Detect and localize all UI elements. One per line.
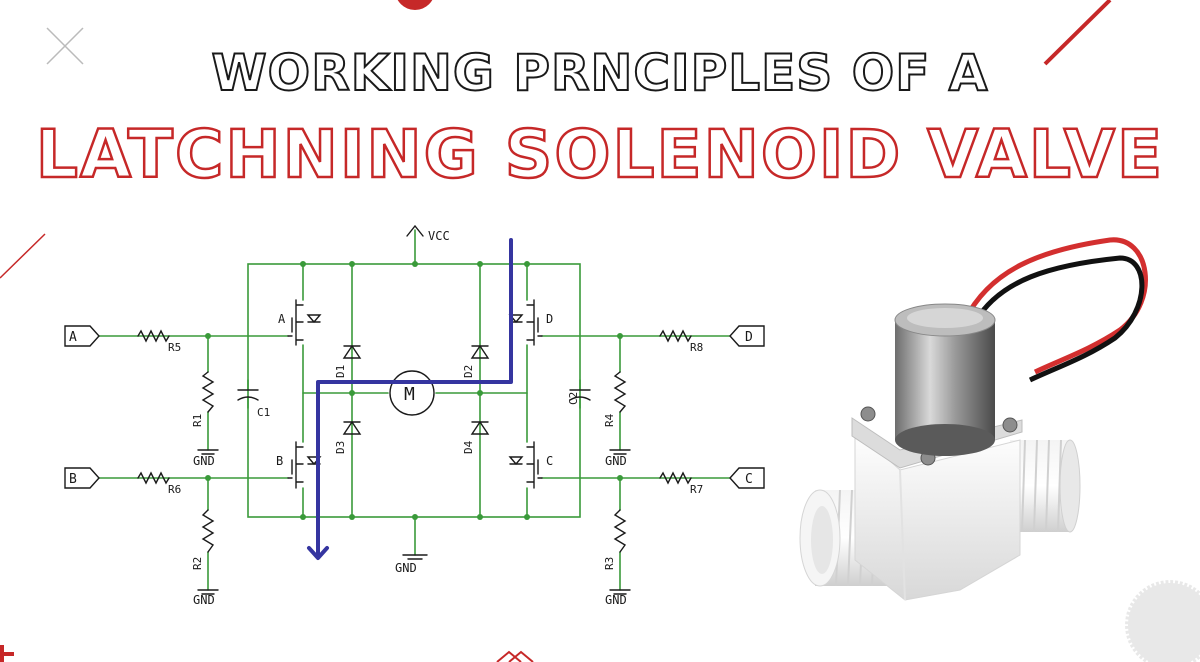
black-wire [972,255,1145,383]
capacitor-label-c1: C1 [257,406,270,419]
diode-label-d4: D4 [462,440,475,454]
red-dot-top [397,0,433,10]
valve-body [854,428,1021,601]
port-label-b: B [69,472,77,487]
diode-label-d2: D2 [462,365,475,378]
title-line-1: WORKING PRNCIPLES OF A [211,44,989,102]
schematic-labels: VCC M GND GND GND GND GND A B C D A B C … [69,229,753,607]
dot-pattern [1122,577,1200,662]
current-path-arrowhead [307,546,329,560]
valve-outlet [1010,439,1081,533]
port-label-c: C [745,472,753,487]
gnd-label-center: GND [395,561,417,575]
resistor-label-r8: R8 [690,341,703,354]
resistor-label-r5: R5 [168,341,181,354]
capacitor-label-c2: C2 [567,392,580,405]
red-slash [1043,0,1112,66]
resistor-label-r2: R2 [191,557,204,570]
red-wire [962,237,1148,375]
mosfet-label-b: B [276,454,283,468]
diode-label-d1: D1 [334,365,347,378]
mosfet-label-d: D [546,312,553,326]
port-label-d: D [745,330,753,345]
resistor-label-r4: R4 [603,413,616,427]
gnd-label-2: GND [193,593,215,607]
resistor-label-r1: R1 [191,414,204,427]
red-slash-left [0,233,46,279]
resistor-label-r3: R3 [603,557,616,570]
resistor-label-r6: R6 [168,483,181,496]
gnd-label-3: GND [605,454,627,468]
diode-label-d3: D3 [334,441,347,454]
chevron-marks [496,650,534,662]
metal-cap [894,303,996,456]
mosfet-label-c: C [546,454,553,468]
motor-label: M [404,384,415,405]
port-label-a: A [69,330,77,345]
title-line-2: LATCHNING SOLENOID VALVE [35,116,1165,193]
junctions [205,261,623,520]
gnd-label-4: GND [605,593,627,607]
resistor-label-r7: R7 [690,483,703,496]
gnd-label-1: GND [193,454,215,468]
vcc-label: VCC [428,229,450,243]
plus-mark [0,645,14,662]
current-path-arrow [316,238,513,559]
mosfet-label-a: A [278,312,286,326]
